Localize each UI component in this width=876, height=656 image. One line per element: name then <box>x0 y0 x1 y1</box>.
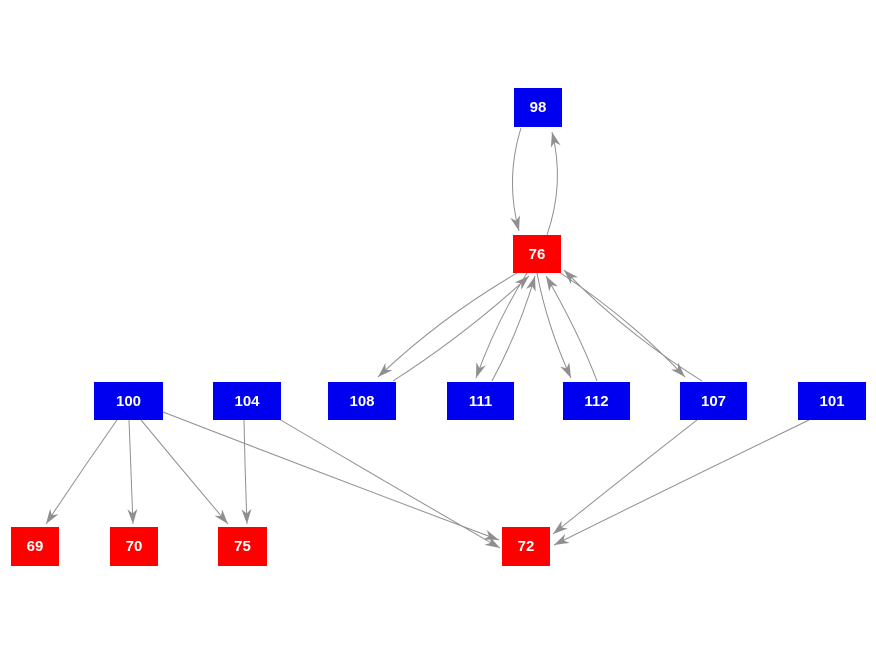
node-label: 108 <box>349 392 375 410</box>
node-104[interactable]: 104 <box>213 382 281 420</box>
node-101[interactable]: 101 <box>798 382 866 420</box>
edge-107-76 <box>563 269 703 382</box>
node-108[interactable]: 108 <box>328 382 396 420</box>
edge-104-75 <box>241 419 252 525</box>
node-label: 112 <box>584 392 609 410</box>
node-76[interactable]: 76 <box>513 235 561 273</box>
edge-108-76 <box>392 275 530 382</box>
node-100[interactable]: 100 <box>94 382 163 420</box>
node-label: 100 <box>115 392 142 410</box>
node-label: 98 <box>529 99 547 116</box>
edge-100-75 <box>140 419 229 525</box>
node-label: 104 <box>234 392 260 410</box>
node-111[interactable]: 111 <box>447 382 514 420</box>
node-label: 69 <box>26 538 44 555</box>
edge-101-72 <box>553 419 810 546</box>
edge-111-76 <box>491 275 536 382</box>
node-72[interactable]: 72 <box>502 527 550 566</box>
edge-100-69 <box>45 419 118 525</box>
edge-76-108 <box>377 272 518 378</box>
edge-107-72 <box>552 419 698 535</box>
edge-112-76 <box>545 275 598 382</box>
node-107[interactable]: 107 <box>680 382 747 420</box>
edge-76-107 <box>555 269 686 378</box>
node-label: 76 <box>528 245 546 263</box>
node-label: 75 <box>234 538 251 555</box>
edge-98-76 <box>510 127 522 232</box>
node-75[interactable]: 75 <box>218 527 267 566</box>
edge-76-111 <box>475 272 528 379</box>
node-label: 70 <box>125 538 143 555</box>
node-98[interactable]: 98 <box>514 88 562 127</box>
node-112[interactable]: 112 <box>563 382 630 420</box>
node-70[interactable]: 70 <box>110 527 158 566</box>
edge-76-98 <box>546 131 561 236</box>
node-69[interactable]: 69 <box>11 527 59 566</box>
edge-100-72 <box>162 411 500 541</box>
node-label: 72 <box>517 538 535 555</box>
node-label: 111 <box>468 392 493 410</box>
node-label: 101 <box>819 392 845 410</box>
edge-100-70 <box>127 419 138 525</box>
node-label: 107 <box>700 392 727 410</box>
edge-76-112 <box>536 272 572 379</box>
edge-104-72 <box>278 418 501 549</box>
